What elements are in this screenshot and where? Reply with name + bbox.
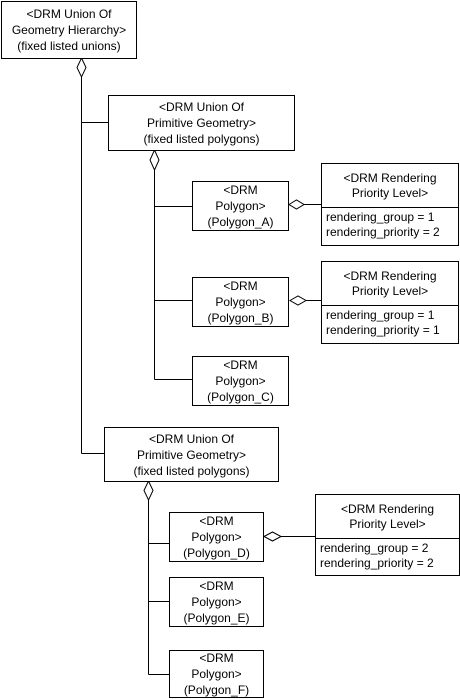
box-label-line: Priority Level> (349, 516, 426, 531)
rendering-priority-header: <DRM Rendering Priority Level> (322, 262, 458, 306)
polygon-box-c: <DRM Polygon> (Polygon_C) (192, 356, 289, 406)
polygon-box-e: <DRM Polygon> (Polygon_E) (169, 577, 264, 627)
box-label-line: Primitive Geometry> (136, 447, 247, 462)
box-label-line: (Polygon_F) (183, 683, 250, 697)
attribute-line: rendering_priority = 1 (326, 323, 440, 337)
aggregation-diamond (288, 295, 308, 306)
rendering-priority-attributes: rendering_group = 2 rendering_priority =… (320, 541, 457, 571)
attribute-line: rendering_priority = 2 (320, 556, 434, 570)
rendering-priority-attributes: rendering_group = 1 rendering_priority =… (326, 308, 456, 338)
box-label-line: (fixed listed polygons) (143, 132, 260, 146)
attribute-line: rendering_group = 1 (326, 308, 435, 322)
box-label-line: Polygon> (215, 374, 266, 388)
box-label-line: <DRM Union Of (26, 7, 112, 21)
box-label-line: <DRM (199, 579, 234, 593)
box-label-line: (Polygon_A) (207, 215, 274, 229)
aggregation-diamond (76, 56, 87, 79)
box-label-line: (Polygon_D) (183, 546, 250, 560)
rendering-priority-box: <DRM Rendering Priority Level> rendering… (321, 261, 459, 344)
aggregation-diamond (288, 199, 305, 210)
box-label-line: <DRM Union Of (148, 431, 235, 446)
box-label-line: <DRM (199, 651, 234, 665)
box-label-line: Polygon> (191, 595, 242, 609)
primitive-geometry-union-box: <DRM Union Of Primitive Geometry> (fixed… (104, 427, 279, 482)
rendering-priority-box: <DRM Rendering Priority Level> rendering… (315, 494, 460, 576)
box-label-line: (fixed listed polygons) (133, 463, 250, 478)
box-label-line: Polygon> (191, 530, 242, 544)
attribute-line: rendering_priority = 2 (326, 225, 440, 239)
box-label-line: <DRM Rendering (340, 501, 435, 516)
polygon-box-a: <DRM Polygon> (Polygon_A) (192, 181, 289, 231)
polygon-box-b: <DRM Polygon> (Polygon_B) (192, 277, 289, 327)
box-label-line: <DRM (223, 358, 258, 372)
box-label-line: Priority Level> (351, 185, 429, 200)
box-label-line: Polygon> (191, 667, 242, 681)
box-label-line: Geometry Hierarchy> (11, 23, 127, 37)
box-label-line: <DRM Union Of (158, 100, 245, 114)
box-label-line: Primitive Geometry> (146, 116, 257, 130)
box-label-line: <DRM (199, 514, 234, 528)
rendering-priority-header: <DRM Rendering Priority Level> (322, 164, 458, 208)
box-label-line: <DRM Rendering (343, 268, 437, 283)
polygon-box-f: <DRM Polygon> (Polygon_F) (169, 650, 264, 698)
box-label-line: (fixed listed unions) (17, 39, 121, 53)
primitive-geometry-union-box: <DRM Union Of Primitive Geometry> (fixed… (108, 95, 295, 151)
box-label-line: (Polygon_E) (183, 611, 250, 625)
box-label-line: <DRM (223, 183, 258, 197)
box-label-line: Polygon> (215, 295, 266, 309)
box-label-line: (Polygon_C) (207, 390, 274, 404)
geometry-hierarchy-box: <DRM Union Of Geometry Hierarchy> (fixed… (1, 1, 137, 59)
attribute-line: rendering_group = 2 (320, 541, 429, 555)
rendering-priority-attributes: rendering_group = 1 rendering_priority =… (326, 210, 456, 240)
box-label-line: <DRM Rendering (343, 170, 437, 185)
aggregation-diamond (149, 148, 160, 172)
rendering-priority-box: <DRM Rendering Priority Level> rendering… (321, 163, 459, 246)
box-label-line: Polygon> (215, 199, 266, 213)
box-label-line: Priority Level> (351, 283, 429, 298)
box-label-line: <DRM (223, 279, 258, 293)
polygon-box-d: <DRM Polygon> (Polygon_D) (169, 512, 264, 562)
box-label-line: (Polygon_B) (207, 311, 274, 325)
attribute-line: rendering_group = 1 (326, 210, 435, 224)
aggregation-diamond (262, 531, 283, 542)
rendering-priority-header: <DRM Rendering Priority Level> (316, 495, 459, 539)
aggregation-diamond (143, 479, 154, 502)
